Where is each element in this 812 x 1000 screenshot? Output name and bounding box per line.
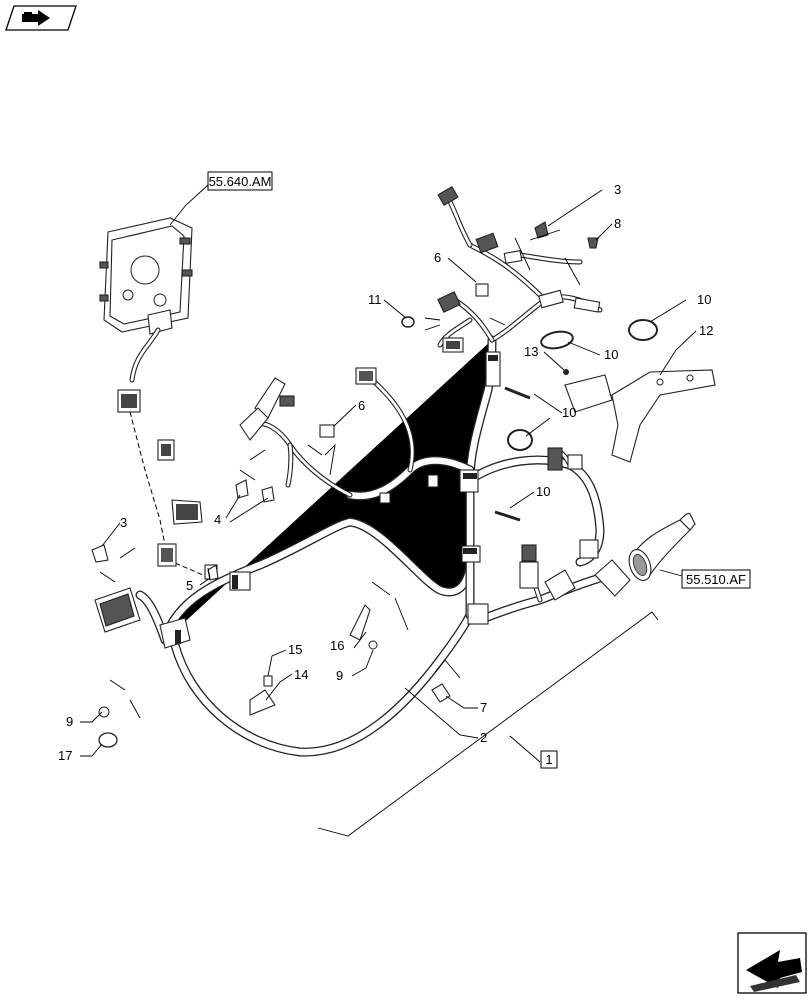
harness-connectors	[94, 186, 631, 649]
reference-label-controller: 55.640.AM	[209, 174, 272, 189]
bracket-part-12	[611, 369, 716, 463]
callout-10-cluster: 10	[562, 405, 576, 420]
callout-6-left: 6	[358, 398, 365, 413]
callout-7: 7	[480, 700, 487, 715]
callout-3-left: 3	[120, 515, 127, 530]
callout-11: 11	[368, 292, 382, 307]
cable-ties	[494, 319, 658, 522]
round-connector	[628, 512, 696, 581]
break-marks	[99, 229, 581, 719]
callout-2: 2	[480, 730, 487, 745]
callout-8: 8	[614, 216, 621, 231]
callout-5: 5	[186, 578, 193, 593]
main-harness	[135, 335, 615, 757]
controller-link-dashed	[129, 411, 169, 561]
callout-9-left: 9	[66, 714, 73, 729]
reference-label-connector: 55.510.AF	[686, 572, 746, 587]
small-hardware	[91, 221, 599, 748]
reference-box-controller[interactable]: 55.640.AM	[207, 171, 273, 191]
callout-17: 17	[58, 748, 72, 763]
reference-box-assembly[interactable]: 1	[540, 750, 558, 769]
page-flip-arrow-icon[interactable]	[5, 5, 77, 31]
callout-14: 14	[294, 667, 308, 682]
callout-4: 4	[214, 512, 221, 527]
callout-13: 13	[524, 344, 538, 359]
callout-labels: 3 8 6 11 10 10 12 13 6 10 10 4 3 5 15 14…	[58, 182, 713, 763]
callout-15: 15	[288, 642, 302, 657]
plate-part	[564, 374, 613, 413]
next-page-arrow-icon[interactable]	[737, 932, 807, 994]
controller-module	[99, 217, 193, 413]
callout-16: 16	[330, 638, 344, 653]
harness-bands	[175, 355, 498, 644]
callout-10-mid: 10	[604, 347, 618, 362]
leader-lines	[80, 184, 697, 837]
reference-box-connector[interactable]: 55.510.AF	[681, 569, 751, 589]
callout-9-mid: 9	[336, 668, 343, 683]
callout-10-right: 10	[697, 292, 711, 307]
callout-6-top: 6	[434, 250, 441, 265]
callout-12: 12	[699, 323, 713, 338]
callout-3-top: 3	[614, 182, 621, 197]
reference-label-assembly: 1	[545, 752, 552, 767]
callout-10-lower: 10	[536, 484, 550, 499]
